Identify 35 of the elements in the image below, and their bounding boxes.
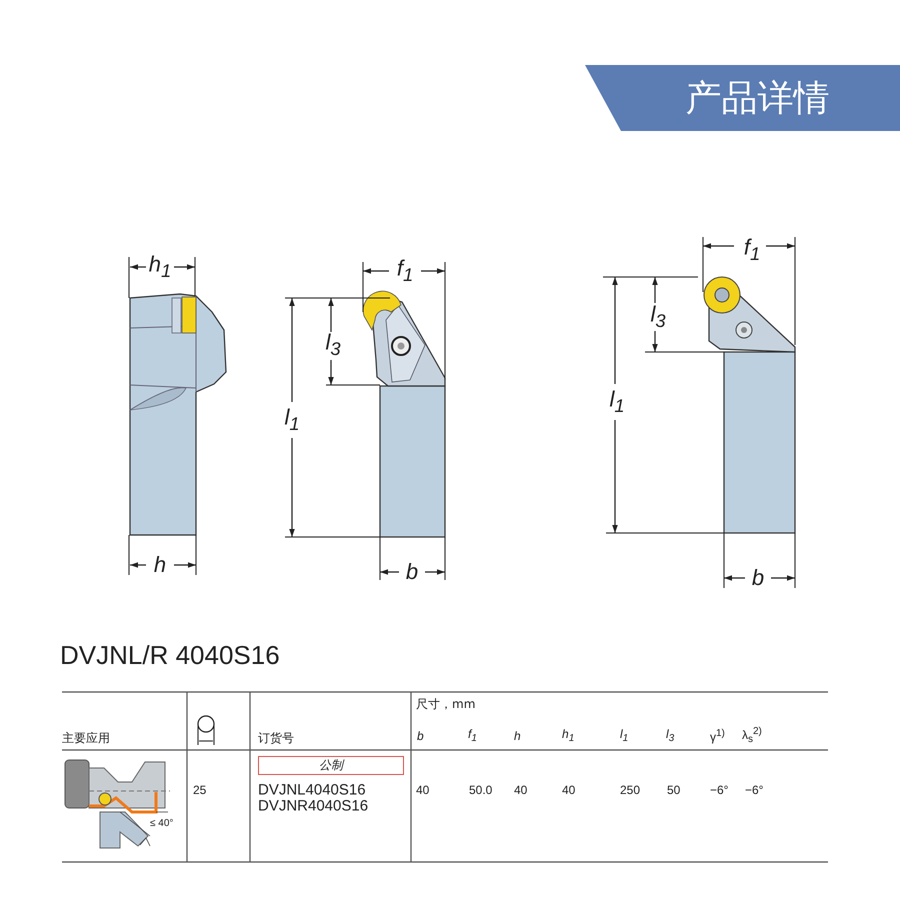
table-header: 订货号 [258,732,294,744]
dimension-label: b [406,561,418,583]
table-header: γ$^{1)}$ [710,729,725,743]
metric-label-box: 公制 [258,756,404,775]
dimension-label: h$_{1}$ [148,254,172,280]
table-header: 尺寸，mm [416,698,476,710]
dimension-label: l$_{3}$ [650,304,666,330]
dimension-label: l$_{3}$ [325,332,341,358]
dimension-label: h [154,554,166,576]
dimension-label: l$_{1}$ [609,388,625,416]
table-header: 主要应用 [62,732,110,744]
dimension-label: f$_{1}$ [744,236,760,264]
table-cell: DVJNR4040S16 [258,798,368,814]
table-cell: 40 [562,784,576,796]
table-cell: 50 [667,784,680,796]
table-header: b [417,730,424,742]
title-banner: 产品详情 [585,65,900,131]
table-header: f$_{1}$ [468,728,477,744]
dimension-label: l$_{1}$ [284,406,300,434]
table-header: h$_{1}$ [562,728,574,744]
table-cell: 25 [193,784,206,796]
angle-label: ≤ 40° [150,819,174,829]
table-cell: 50.0 [469,784,492,796]
table-cell: −6° [710,784,728,796]
model-heading: DVJNL/R 4040S16 [60,642,280,668]
table-header: l$_{3}$ [666,728,674,744]
table-cell: −6° [745,784,764,796]
table-cell: 40 [416,784,430,796]
dimension-label: f$_{1}$ [396,258,414,284]
dimension-label: b [752,567,764,589]
table-header: l$_{1}$ [620,728,628,744]
table-cell: 250 [620,784,640,796]
table-cell: 40 [514,784,528,796]
table-header: h [514,730,521,742]
table-cell: DVJNL4040S16 [258,782,366,798]
